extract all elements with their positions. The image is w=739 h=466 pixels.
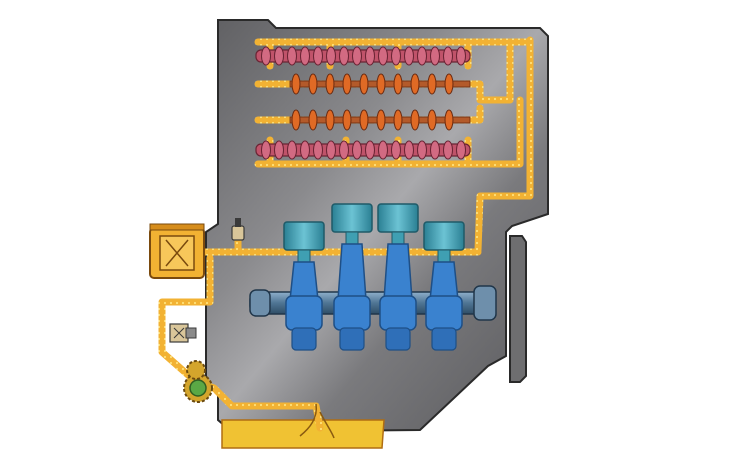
camshaft-row xyxy=(255,46,471,66)
relief-valve-icon xyxy=(169,323,197,343)
camshaft-row xyxy=(255,140,471,160)
piston-assembly xyxy=(377,203,419,351)
pressure-sender-icon xyxy=(231,218,245,241)
oil-filter-icon xyxy=(149,223,205,279)
pistons xyxy=(283,203,465,351)
oil-pump-gear-icon xyxy=(183,360,213,403)
block-flange xyxy=(509,235,527,383)
camshafts xyxy=(255,46,471,160)
piston-assembly xyxy=(423,221,465,351)
piston-assembly xyxy=(331,203,373,351)
camshaft-row xyxy=(289,109,471,131)
oil-pickup xyxy=(299,403,335,439)
piston-assembly xyxy=(283,221,325,351)
camshaft-row xyxy=(289,73,471,95)
